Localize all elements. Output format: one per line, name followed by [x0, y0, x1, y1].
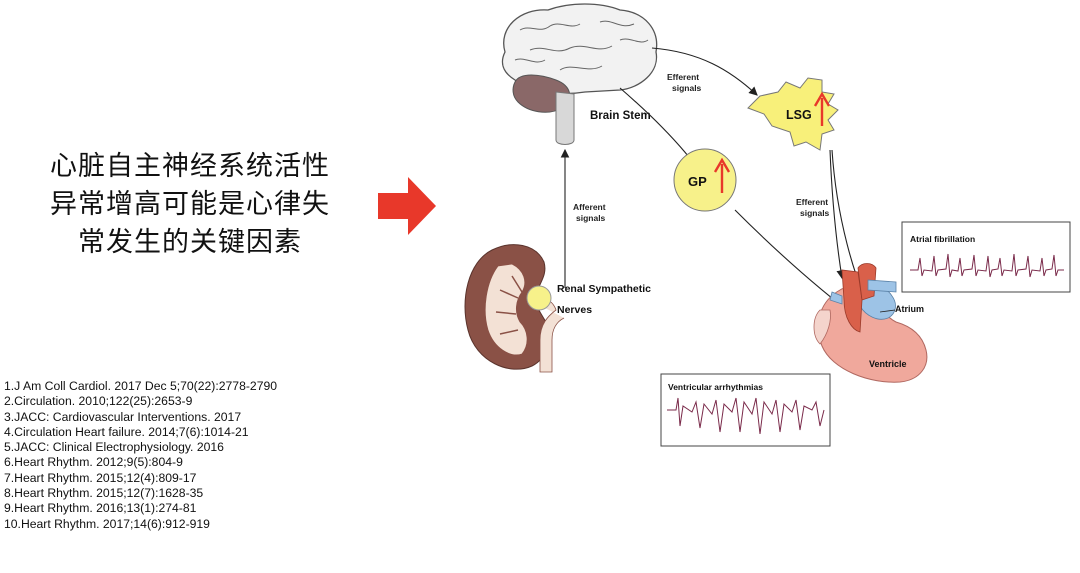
atrial-fibrillation-label: Atrial fibrillation	[910, 234, 975, 244]
gp-label: GP	[688, 174, 707, 189]
lsg-up-arrow-icon	[813, 91, 831, 126]
efferent-right-label: Efferent	[796, 197, 828, 207]
ventricle-label: Ventricle	[869, 359, 907, 369]
lsg-to-heart-arrow	[829, 149, 846, 280]
headline-line-3: 常发生的关键因素	[78, 227, 302, 258]
renal-nerves-label: Nerves	[557, 304, 592, 316]
reference-item: 6.Heart Rhythm. 2012;9(5):804-9	[4, 455, 183, 470]
gp-ganglion: GP	[673, 148, 737, 212]
efferent-right-label-2: signals	[800, 208, 830, 218]
gp-up-arrow-icon	[713, 157, 731, 193]
ventricular-arrhythmias-trace	[667, 397, 825, 435]
atrium-label: Atrium	[895, 304, 924, 314]
reference-item: 3.JACC: Cardiovascular Interventions. 20…	[4, 409, 242, 424]
reference-item: 7.Heart Rhythm. 2015;12(4):809-17	[4, 470, 197, 485]
renal-nerve-ganglion	[526, 285, 552, 311]
reference-item: 9.Heart Rhythm. 2016;13(1):274-81	[4, 501, 197, 516]
references-list: 1.J Am Coll Cardiol. 2017 Dec 5;70(22):2…	[4, 379, 384, 532]
atrial-fibrillation-trace	[910, 253, 1064, 278]
headline-line-2: 异常增高可能是心律失	[50, 189, 330, 220]
reference-item: 5.JACC: Clinical Electrophysiology. 2016	[4, 440, 224, 455]
headline: 心脏自主神经系统活性 异常增高可能是心律失 常发生的关键因素	[22, 148, 358, 262]
reference-item: 1.J Am Coll Cardiol. 2017 Dec 5;70(22):2…	[4, 379, 278, 393]
reference-item: 2.Circulation. 2010;122(25):2653-9	[4, 394, 193, 409]
brain-icon	[501, 3, 658, 145]
kidney-icon	[464, 244, 565, 373]
renal-sympathetic-label: Renal Sympathetic	[557, 283, 651, 295]
headline-line-1: 心脏自主神经系统活性	[50, 151, 330, 182]
efferent-arrow-to-lsg	[651, 47, 758, 96]
reference-item: 10.Heart Rhythm. 2017;14(6):912-919	[4, 516, 210, 531]
efferent-top-label-2: signals	[672, 83, 702, 93]
atrium-pointer	[879, 309, 896, 313]
atrial-fibrillation-panel: Atrial fibrillation	[901, 221, 1071, 293]
reference-item: 8.Heart Rhythm. 2015;12(7):1628-35	[4, 486, 204, 501]
efferent-top-label: Efferent	[667, 72, 699, 82]
red-arrow-icon	[378, 177, 436, 235]
reference-item: 4.Circulation Heart failure. 2014;7(6):1…	[4, 424, 249, 439]
ventricular-arrhythmias-label: Ventricular arrhythmias	[668, 382, 763, 392]
brain-stem-label: Brain Stem	[590, 110, 651, 122]
ventricular-arrhythmias-panel: Ventricular arrhythmias	[660, 373, 831, 447]
lsg-ganglion: LSG	[747, 77, 839, 151]
afferent-label: Afferent	[573, 202, 606, 212]
lsg-label: LSG	[786, 108, 812, 122]
afferent-label-2: signals	[576, 213, 606, 223]
